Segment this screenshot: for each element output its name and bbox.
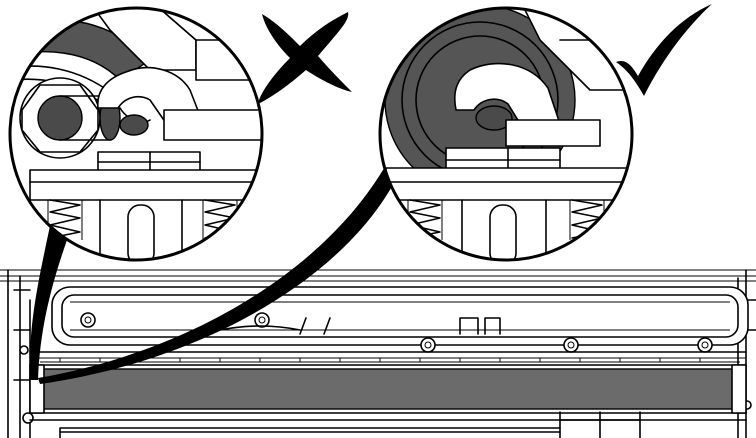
- screw-icon: [420, 337, 436, 353]
- zoom-circle-correct: [378, 6, 634, 262]
- upper-guide-bar: [51, 286, 749, 353]
- screw-icon: [80, 312, 96, 328]
- screw-icon: [697, 337, 713, 353]
- screw-icon: [563, 337, 579, 353]
- printer-mechanism: [0, 269, 756, 438]
- zoom-circle-incorrect: [8, 6, 264, 262]
- screw-icon: [254, 312, 270, 328]
- check-mark-icon: [616, 4, 712, 96]
- platen-roller: [29, 364, 747, 414]
- cross-mark-icon: [258, 12, 352, 104]
- callout-pointer-left: [29, 216, 72, 380]
- latch-hook: [454, 62, 601, 147]
- axle-shaft: [19, 77, 121, 159]
